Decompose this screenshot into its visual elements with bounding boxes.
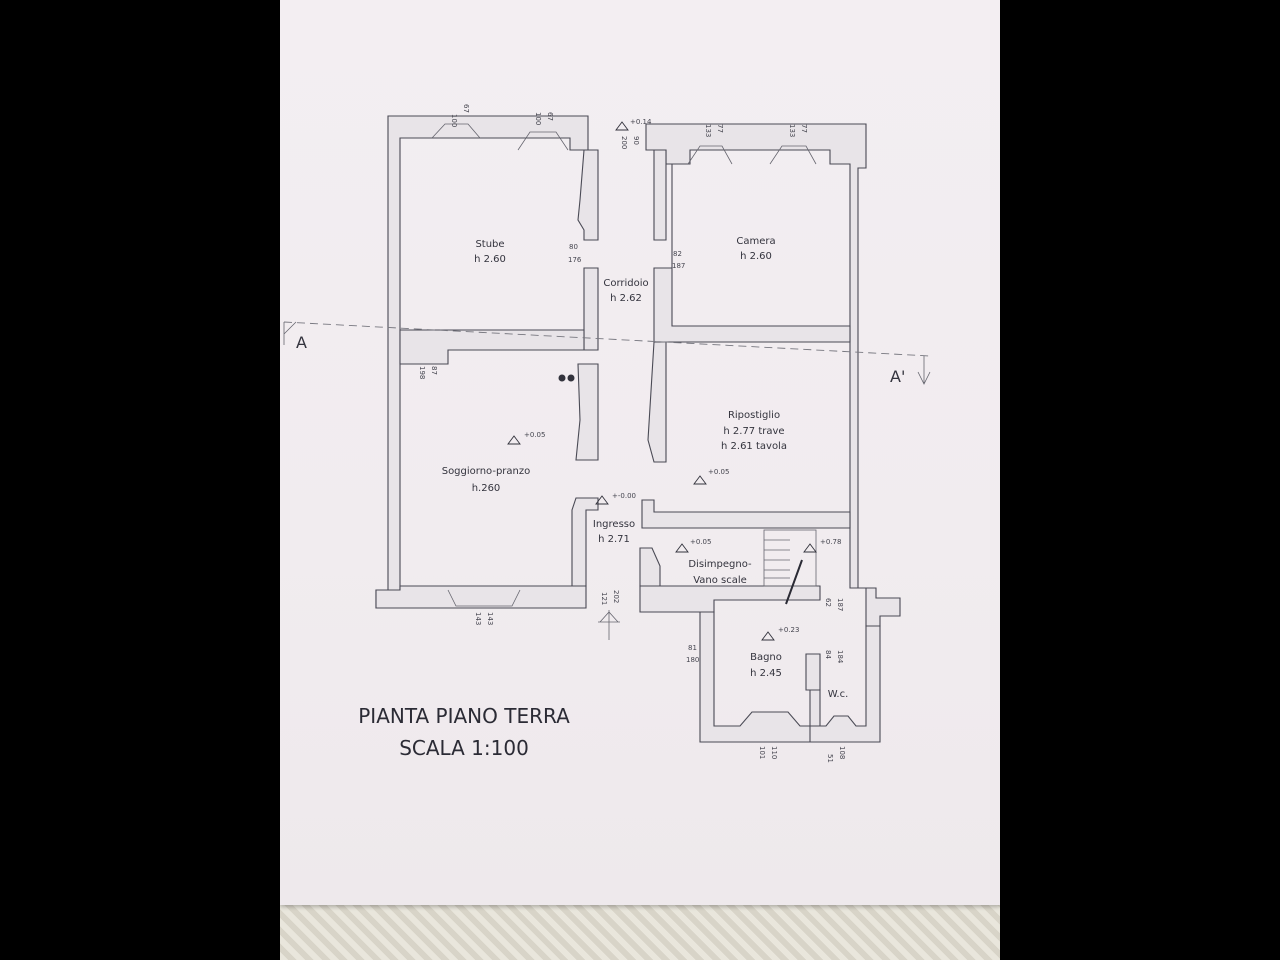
section-marker-right [917, 356, 931, 385]
section-label-right: A' [890, 367, 905, 386]
level-marker-icons [507, 121, 817, 641]
dim-label: 67 [462, 104, 470, 113]
level-disimpegno: +0.05 [690, 538, 711, 546]
room-stube-height: h 2.60 [474, 254, 506, 265]
gas-meter-icon [558, 374, 566, 382]
dim-label: 143 [486, 612, 494, 625]
dim-label: 100 [534, 112, 542, 125]
room-ripostiglio-height2: h 2.61 tavola [721, 441, 787, 452]
wall-stube-soggiorno [399, 329, 585, 365]
room-ingresso-name: Ingresso [593, 519, 635, 530]
dim-label: 87 [430, 366, 438, 375]
room-corridoio-name: Corridoio [603, 278, 648, 289]
dim-label: 133 [704, 124, 712, 137]
wall-disimpegno-bottom [639, 585, 821, 613]
dimension-labels: 100 67 100 67 200 90 133 77 133 77 80 17… [418, 104, 846, 763]
dim-label: 90 [632, 136, 640, 145]
entrance-arrow [598, 610, 620, 640]
window-stube-1 [431, 123, 481, 139]
dim-label: 133 [788, 124, 796, 137]
wall-soggiorno-ingresso [571, 497, 599, 587]
room-disimpegno-name: Disimpegno- [688, 559, 752, 570]
room-disimpegno-name2: Vano scale [693, 575, 747, 586]
window-soggiorno [447, 589, 521, 607]
room-corridoio-height: h 2.62 [610, 293, 642, 304]
outer-wall-left-lower [375, 585, 587, 609]
room-ripostiglio-name: Ripostiglio [728, 410, 780, 421]
dim-label: 187 [672, 262, 685, 270]
wall-wc-outline [809, 625, 881, 743]
dim-label: 200 [620, 136, 628, 149]
dim-label: 84 [824, 650, 832, 659]
wall-stube-corridor-lower [583, 267, 599, 351]
dim-label: 51 [826, 754, 834, 763]
room-soggiorno-name: Soggiorno-pranzo [442, 466, 531, 477]
dim-label: 80 [569, 243, 578, 251]
gas-meter-icon-2 [567, 374, 575, 382]
level-top: +0.14 [630, 118, 652, 126]
wall-camera-corridor-lower [653, 164, 851, 343]
stairs [763, 529, 817, 605]
room-ingresso-height: h 2.71 [598, 534, 630, 545]
window-camera-1 [687, 145, 733, 165]
room-wc-name: W.c. [828, 689, 849, 700]
room-bagno-name: Bagno [750, 652, 782, 663]
wall-camera-corridor [653, 149, 667, 241]
dim-label: 77 [716, 124, 724, 133]
level-bagno: +0.23 [778, 626, 799, 634]
section-label-left: A [296, 333, 307, 352]
section-line [283, 321, 931, 357]
room-camera-name: Camera [736, 236, 775, 247]
dim-label: 82 [673, 250, 682, 258]
section-marker-left [283, 321, 297, 345]
room-ripostiglio-height1: h 2.77 trave [723, 426, 784, 437]
dim-label: 77 [800, 124, 808, 133]
room-stube-name: Stube [475, 239, 504, 250]
dim-label: 81 [688, 644, 697, 652]
dim-label: 143 [474, 612, 482, 625]
room-camera-height: h 2.60 [740, 251, 772, 262]
window-stube-2 [517, 131, 569, 151]
dim-label: 67 [546, 112, 554, 121]
level-soggiorno: +0.05 [524, 431, 545, 439]
dim-label: 187 [836, 598, 844, 611]
level-scale: +0.78 [820, 538, 841, 546]
level-ingresso: +-0.00 [612, 492, 636, 500]
room-bagno-height: h 2.45 [750, 668, 782, 679]
drawing-title: PIANTA PIANO TERRA [358, 704, 570, 728]
wall-bagno-wc [805, 653, 821, 691]
dim-label: 198 [418, 366, 426, 379]
dim-label: 110 [770, 746, 778, 759]
dim-label: 202 [612, 590, 620, 603]
dim-label: 121 [600, 592, 608, 605]
dim-label: 176 [568, 256, 582, 264]
window-camera-2 [769, 145, 817, 165]
wall-ripostiglio-bottom [641, 499, 851, 529]
dim-label: 62 [824, 598, 832, 607]
wall-ripostiglio-left [647, 341, 667, 463]
room-soggiorno-height: h.260 [472, 483, 501, 494]
outer-wall-top-right [645, 123, 901, 627]
wall-disimpegno-left [639, 547, 661, 587]
dim-label: 101 [758, 746, 766, 759]
dim-label: 108 [838, 746, 846, 759]
level-ripostiglio: +0.05 [708, 468, 729, 476]
wall-soggiorno-corridor [575, 363, 599, 461]
dim-label: 100 [450, 114, 458, 127]
wall-stube-corridor [577, 149, 599, 241]
dim-label: 180 [686, 656, 699, 664]
dim-label: 184 [836, 650, 844, 664]
drawing-scale: SCALA 1:100 [399, 736, 529, 760]
